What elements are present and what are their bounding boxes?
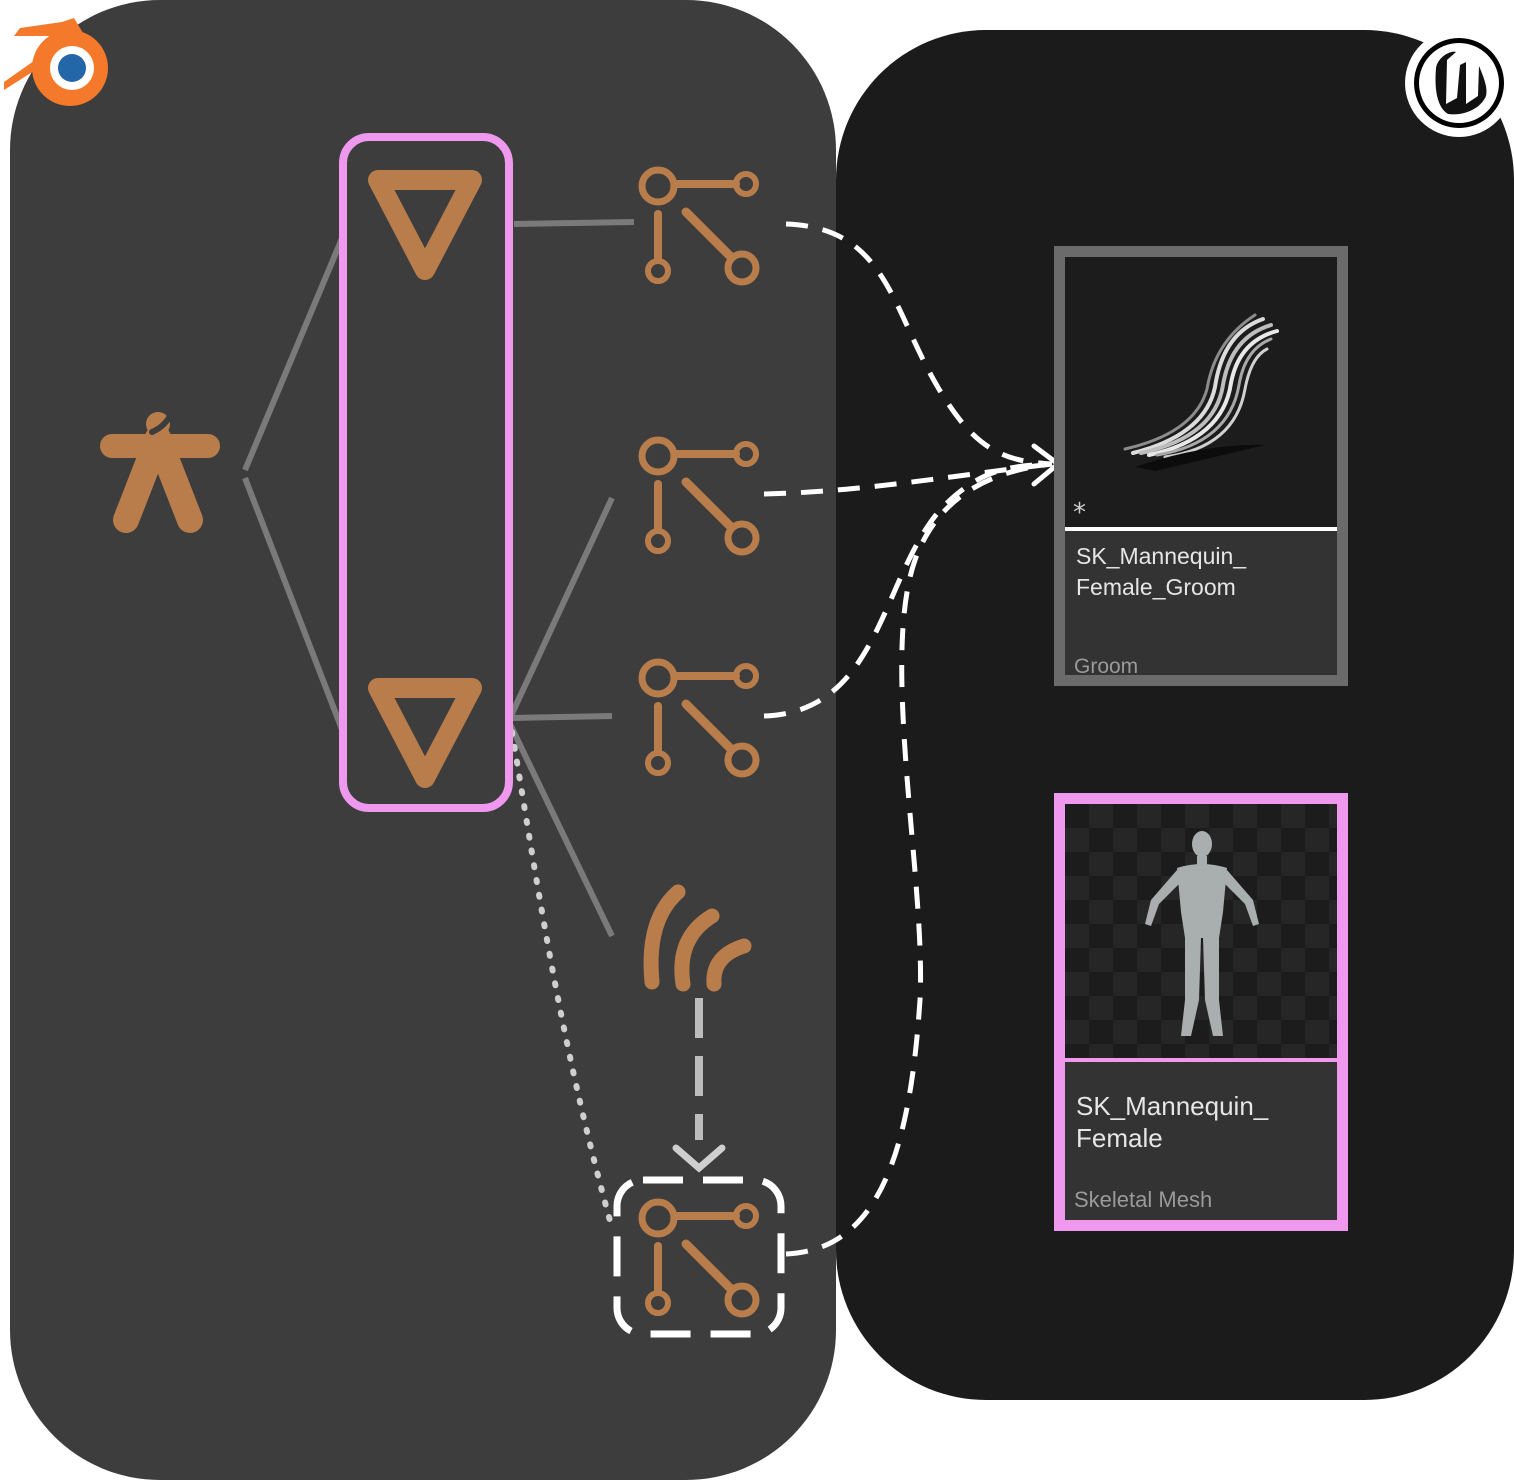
geometry-nodes-icon	[638, 658, 760, 778]
mannequin-thumbnail	[1065, 804, 1337, 1062]
hair-curves-icon	[643, 884, 752, 992]
armature-icon	[100, 409, 220, 533]
conversion-arrow	[672, 998, 726, 1173]
connector-lines	[242, 219, 635, 938]
hair-strands-thumbnail: *	[1065, 257, 1337, 531]
mesh-selection-frame	[339, 133, 513, 812]
asset-card-groom[interactable]: * SK_Mannequin_ Female_Groom Groom	[1054, 246, 1348, 686]
asset-type: Skeletal Mesh	[1074, 1187, 1213, 1212]
mesh-triangle-icon	[368, 678, 482, 788]
generated-node-box	[613, 1176, 785, 1338]
asset-name: SK_Mannequin_ Female	[1076, 1091, 1269, 1153]
geometry-nodes-icon	[638, 436, 760, 556]
asset-type: Groom	[1074, 655, 1139, 678]
geometry-nodes-icon	[638, 166, 760, 286]
asset-name: SK_Mannequin_ Female_Groom	[1076, 543, 1247, 600]
svg-text:*: *	[1073, 498, 1086, 527]
unreal-engine-logo	[1405, 29, 1513, 137]
blender-logo	[4, 18, 108, 106]
dotted-link	[509, 729, 615, 1231]
mesh-triangle-icon	[368, 170, 482, 280]
asset-card-skeletal-mesh[interactable]: SK_Mannequin_ Female Skeletal Mesh	[1054, 793, 1348, 1231]
geometry-nodes-icon	[638, 1198, 760, 1318]
export-flows	[763, 221, 1053, 1257]
